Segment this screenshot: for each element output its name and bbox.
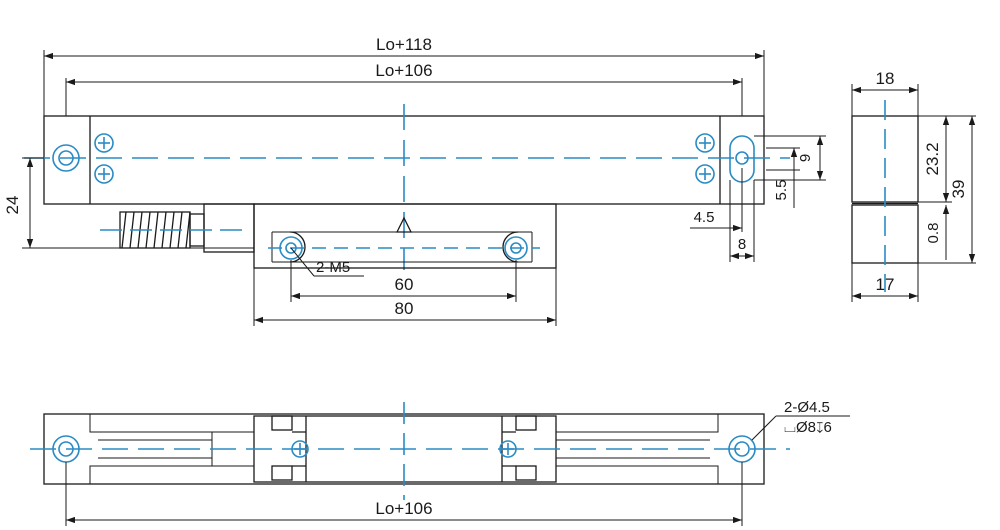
dim-8-label: 8 <box>738 236 746 253</box>
screw-icon <box>695 133 715 153</box>
dim-39-label: 39 <box>949 180 968 199</box>
screw-callout: 2-M5 <box>316 259 350 276</box>
dim-bottom-lo106-label: Lo+106 <box>375 499 432 518</box>
bottom-view: 2-Ø4.5 ⌴Ø8↧6 Lo+106 <box>30 399 850 526</box>
dim-5-5-label: 5.5 <box>773 180 790 201</box>
screw-icon <box>695 164 715 184</box>
dim-0-8-label: 0.8 <box>925 223 942 244</box>
dim-lo106-label: Lo+106 <box>375 61 432 80</box>
reader-hole-right-icon <box>504 236 528 260</box>
reader-head <box>253 203 557 269</box>
cable-icon <box>119 203 255 253</box>
dim-4-5-label: 4.5 <box>694 209 715 226</box>
counterbore-callout: ⌴Ø8↧6 <box>784 419 832 436</box>
dim-9-label: 9 <box>797 154 814 162</box>
dim-lo118-label: Lo+118 <box>376 35 432 54</box>
dim-17-label: 17 <box>876 275 895 294</box>
dim-24-label: 24 <box>3 196 22 215</box>
slot-hole-icon <box>729 135 755 183</box>
top-view: Lo+118 Lo+106 <box>3 35 826 326</box>
screw-icon <box>94 133 114 153</box>
hole-callout: 2-Ø4.5 <box>784 399 830 416</box>
dim-60-label: 60 <box>395 275 414 294</box>
dim-18-label: 18 <box>876 69 895 88</box>
dim-80-label: 80 <box>395 299 414 318</box>
dim-23-2-label: 23.2 <box>923 142 942 175</box>
side-view: 18 23.2 39 0.8 17 <box>851 69 976 302</box>
screw-icon <box>94 164 114 184</box>
reference-mark-icon <box>395 216 413 233</box>
